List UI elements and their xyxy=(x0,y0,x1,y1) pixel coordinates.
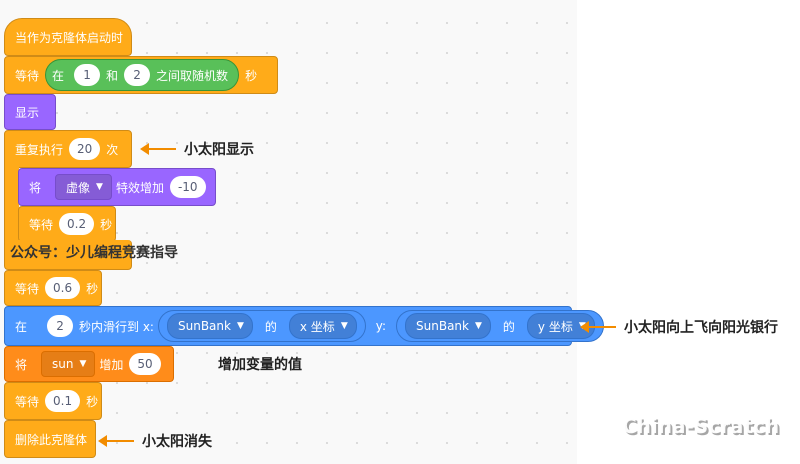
wait-seconds-input[interactable]: 0.1 xyxy=(45,390,81,412)
repeat-count-input[interactable]: 20 xyxy=(69,138,101,160)
set-label: 将 xyxy=(15,357,28,372)
delete-clone-label: 删除此克隆体 xyxy=(15,432,88,447)
delete-clone-block[interactable]: 删除此克隆体 xyxy=(4,420,96,458)
repeat-block-bottom xyxy=(4,240,132,270)
y-of-sprite-reporter[interactable]: SunBank ▼ 的 y 坐标 ▼ xyxy=(396,310,604,342)
effect-amount-input[interactable]: -10 xyxy=(169,176,206,198)
effect-value: 虚像 xyxy=(66,180,91,195)
watermark-shadow: China-Scratch xyxy=(624,416,782,440)
wait-block-0-1[interactable]: 等待 0.1 秒 xyxy=(4,382,102,420)
wait-label: 等待 xyxy=(29,217,54,232)
sec-label: 秒 xyxy=(245,68,258,83)
change-variable-block[interactable]: 将 sun ▼ 增加 50 xyxy=(4,346,174,382)
variable-value: sun xyxy=(52,357,74,371)
change-amount-input[interactable]: 50 xyxy=(129,353,161,375)
set-label: 将 xyxy=(29,180,42,195)
pick-random-reporter[interactable]: 在 1 和 2 之间取随机数 xyxy=(45,59,240,91)
arrow-left-icon xyxy=(98,435,134,447)
annotation-text: 小太阳显示 xyxy=(184,142,254,158)
wait-label: 等待 xyxy=(15,281,40,296)
sec-label: 秒 xyxy=(86,394,99,409)
glide-label: 秒内滑行到 x: xyxy=(79,319,154,334)
of-label: 的 xyxy=(264,319,277,334)
overlay-text: 公众号：少儿编程竞赛指导 xyxy=(10,245,178,261)
repeat-block[interactable]: 重复执行 20 次 xyxy=(4,130,132,168)
hat-label: 当作为克隆体启动时 xyxy=(15,30,124,45)
arrow-left-icon xyxy=(140,143,176,155)
wait-seconds-input[interactable]: 0.6 xyxy=(45,277,81,299)
when-start-as-clone-block[interactable]: 当作为克隆体启动时 xyxy=(4,18,132,56)
wait-random-block[interactable]: 等待 在 1 和 2 之间取随机数 秒 xyxy=(4,56,278,94)
of-label: 的 xyxy=(502,319,515,334)
wait-seconds-input[interactable]: 0.2 xyxy=(59,213,95,235)
sprite-value: SunBank xyxy=(177,319,231,333)
effect-dropdown[interactable]: 虚像 ▼ xyxy=(55,174,112,200)
glide-to-block[interactable]: 在 2 秒内滑行到 x: SunBank ▼ 的 x 坐标 ▼ y: SunBa… xyxy=(4,306,604,346)
annotation-disappear: 小太阳消失 xyxy=(98,431,212,451)
show-label: 显示 xyxy=(15,105,40,120)
chevron-down-icon: ▼ xyxy=(236,321,244,331)
annotation-add-value: 增加变量的值 xyxy=(218,354,302,374)
glide-seconds-input[interactable]: 2 xyxy=(47,315,74,337)
watermark-text: China-Scratch xyxy=(622,414,780,438)
add-label: 增加 xyxy=(99,357,124,372)
annotation-show-sun: 小太阳显示 xyxy=(140,139,254,159)
sprite-dropdown-x[interactable]: SunBank ▼ xyxy=(166,313,253,339)
sprite-dropdown-y[interactable]: SunBank ▼ xyxy=(405,313,491,339)
x-of-sprite-reporter[interactable]: SunBank ▼ 的 x 坐标 ▼ xyxy=(157,310,366,342)
random-label: 之间取随机数 xyxy=(156,68,229,83)
annotation-text: 小太阳向上飞向阳光银行 xyxy=(624,320,778,336)
property-dropdown-x[interactable]: x 坐标 ▼ xyxy=(288,313,357,339)
in-label: 在 xyxy=(15,319,28,334)
chevron-down-icon: ▼ xyxy=(96,182,103,192)
repeat-block-arm xyxy=(4,166,19,240)
repeat-label: 重复执行 xyxy=(15,142,64,157)
property-value: y 坐标 xyxy=(537,319,573,334)
y-label: y: xyxy=(375,319,387,333)
wait-block-0-6[interactable]: 等待 0.6 秒 xyxy=(4,270,102,306)
chevron-down-icon: ▼ xyxy=(79,359,87,369)
random-from-input[interactable]: 1 xyxy=(74,64,101,86)
and-label: 和 xyxy=(106,68,119,83)
watermark: China-Scratch China-Scratch xyxy=(612,410,800,450)
change-effect-block[interactable]: 将 虚像 ▼ 特效增加 -10 xyxy=(18,168,216,206)
property-value: x 坐标 xyxy=(299,319,335,334)
annotation-fly-up: 小太阳向上飞向阳光银行 xyxy=(580,317,778,337)
sec-label: 秒 xyxy=(100,217,113,232)
wait-label: 等待 xyxy=(15,394,40,409)
annotation-text: 增加变量的值 xyxy=(218,357,302,373)
variable-dropdown[interactable]: sun ▼ xyxy=(41,351,96,377)
sprite-value: SunBank xyxy=(416,319,469,333)
show-block[interactable]: 显示 xyxy=(4,94,56,130)
sec-label: 秒 xyxy=(86,281,99,296)
change-label: 特效增加 xyxy=(115,180,164,195)
arrow-left-icon xyxy=(580,321,616,333)
wait-label: 等待 xyxy=(15,68,40,83)
random-to-input[interactable]: 2 xyxy=(124,64,151,86)
in-label: 在 xyxy=(52,68,65,83)
chevron-down-icon: ▼ xyxy=(474,321,482,331)
annotation-text: 小太阳消失 xyxy=(142,434,212,450)
wait-block-0-2[interactable]: 等待 0.2 秒 xyxy=(18,206,116,242)
times-label: 次 xyxy=(106,142,119,157)
chevron-down-icon: ▼ xyxy=(340,321,348,331)
